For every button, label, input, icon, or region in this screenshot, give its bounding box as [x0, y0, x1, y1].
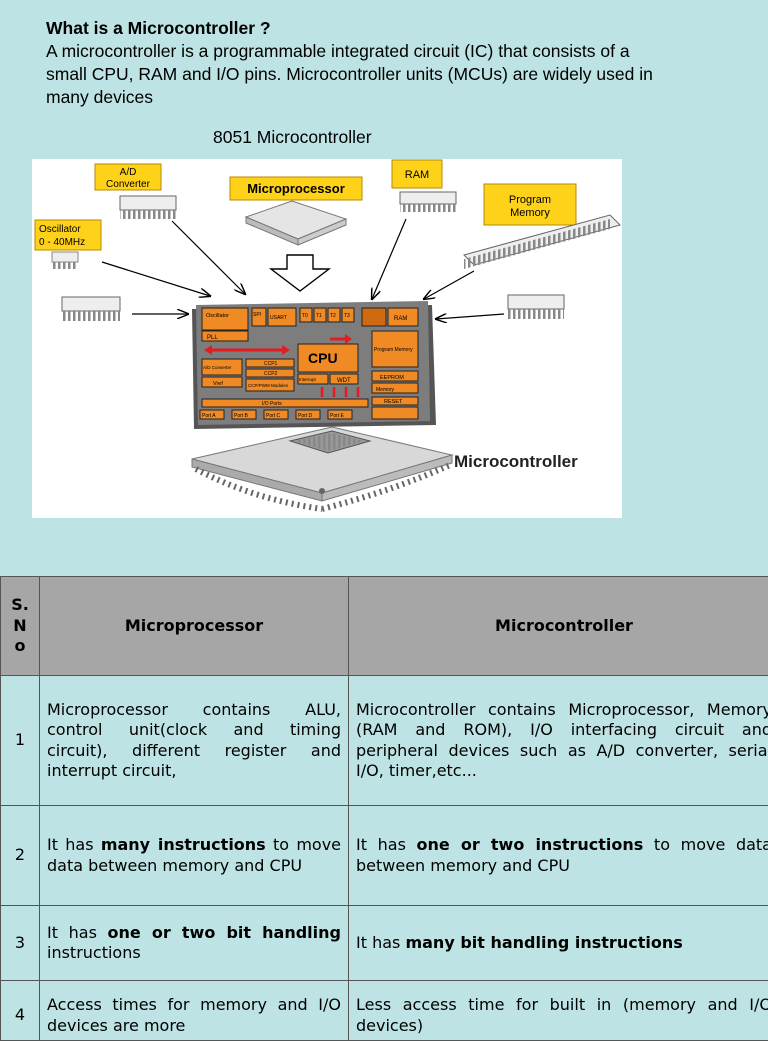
block-port-e: Port E: [330, 413, 345, 419]
block-wdt: WDT: [337, 378, 351, 384]
label-microprocessor: Microprocessor: [230, 177, 362, 200]
qfp-package: [192, 427, 452, 509]
block-port-a: Port A: [202, 413, 216, 419]
label-mp-text: Microprocessor: [247, 181, 345, 196]
block-program-memory: Program Memory: [374, 347, 413, 353]
block-ccp: CCP/PWM Modules: [248, 383, 289, 388]
cell-text: Less access time for built in (memory an…: [356, 995, 768, 1035]
cell-text: Microprocessor contains ALU, control uni…: [47, 700, 341, 781]
microcontroller-cell: Microcontroller contains Microprocessor,…: [349, 676, 768, 806]
microprocessor-cell: It has many instructions to move data be…: [40, 806, 349, 906]
intro-section: What is a Microcontroller ? A microcontr…: [46, 17, 656, 109]
label-ram-text: RAM: [405, 169, 429, 181]
block-memory: Memory: [376, 387, 395, 393]
label-ad-converter: A/D Converter: [95, 164, 161, 190]
microcontroller-cell: Less access time for built in (memory an…: [349, 981, 768, 1041]
block-reset: RESET: [384, 399, 403, 405]
cell-text: It has: [47, 923, 108, 942]
block-osc: Oscillator: [206, 313, 229, 319]
bold-text: many instructions: [101, 835, 266, 854]
microcontroller-diagram: A/D Converter Oscillator 0 - 40MHz Micro…: [32, 159, 622, 518]
microprocessor-cell: Access times for memory and I/O devices …: [40, 981, 349, 1041]
block-port-c: Port C: [266, 413, 281, 419]
intro-heading: What is a Microcontroller ?: [46, 17, 656, 40]
block-t3: T3: [344, 313, 350, 319]
label-ad-line2: Converter: [106, 179, 151, 190]
microcontroller-cell: It has one or two instructions to move d…: [349, 806, 768, 906]
right-ic: [508, 295, 564, 319]
cell-text: instructions: [47, 943, 141, 962]
block-cpu: CPU: [308, 350, 338, 366]
cell-text: It has: [47, 835, 101, 854]
microprocessor-cell: It has one or two bit handling instructi…: [40, 906, 349, 981]
bold-text: many bit handling instructions: [405, 933, 682, 952]
header-microcontroller: Microcontroller: [349, 577, 768, 676]
oscillator-crystal: [52, 252, 78, 269]
figure-caption: 8051 Microcontroller: [213, 127, 372, 148]
block-t2: T2: [330, 313, 336, 319]
block-t1: T1: [316, 313, 322, 319]
row-sno: 4: [1, 981, 40, 1041]
block-ram: RAM: [394, 316, 407, 322]
label-pm-line2: Memory: [510, 207, 550, 219]
ram-ic: [400, 192, 456, 212]
label-ram: RAM: [392, 160, 442, 188]
block-vref: Vref: [213, 381, 223, 387]
block-port-b: Port B: [234, 413, 249, 419]
label-pm-line1: Program: [509, 194, 551, 206]
microprocessor-ic: [246, 201, 346, 245]
block-interrupt: Interrupt: [299, 377, 317, 382]
block-eeprom: EEPROM: [380, 375, 404, 381]
microcontroller-cell: It has many bit handling instructions: [349, 906, 768, 981]
bold-text: one or two bit handling: [108, 923, 341, 942]
header-sno: S. N o: [1, 577, 40, 676]
ad-converter-ic: [120, 196, 176, 219]
block-spi: SPI: [253, 312, 261, 318]
cell-text: It has: [356, 835, 417, 854]
table-header-row: S. N o Microprocessor Microcontroller: [1, 577, 768, 676]
block-ccp1: CCP1: [264, 361, 278, 367]
intro-body: A microcontroller is a programmable inte…: [46, 40, 656, 109]
label-oscillator: Oscillator 0 - 40MHz: [35, 220, 101, 250]
cell-text: Access times for memory and I/O devices …: [47, 995, 341, 1035]
left-ic: [62, 297, 120, 321]
cell-text: It has: [356, 933, 405, 952]
block-ccp2: CCP2: [264, 371, 278, 377]
mcu-block-diagram: Oscillator PLL SPI USART T0 T1 T2 T3 RAM…: [192, 301, 436, 429]
cell-text: Microcontroller contains Microprocessor,…: [356, 700, 768, 781]
label-osc-line1: Oscillator: [39, 224, 81, 235]
label-osc-line2: 0 - 40MHz: [39, 237, 85, 248]
label-program-memory: Program Memory: [484, 184, 576, 225]
label-microcontroller: Microcontroller: [454, 452, 578, 471]
microprocessor-cell: Microprocessor contains ALU, control uni…: [40, 676, 349, 806]
label-ad-line1: A/D: [120, 167, 137, 178]
row-sno: 3: [1, 906, 40, 981]
block-ad: A/D Converter: [203, 365, 232, 370]
row-sno: 2: [1, 806, 40, 906]
block-port-d: Port D: [298, 413, 313, 419]
bold-text: one or two instructions: [417, 835, 644, 854]
block-usart: USART: [270, 315, 287, 321]
block-io-ports: I/O Ports: [262, 401, 282, 407]
block-t0: T0: [302, 313, 308, 319]
header-microprocessor: Microprocessor: [40, 577, 349, 676]
block-pll: PLL: [207, 335, 218, 341]
row-sno: 1: [1, 676, 40, 806]
